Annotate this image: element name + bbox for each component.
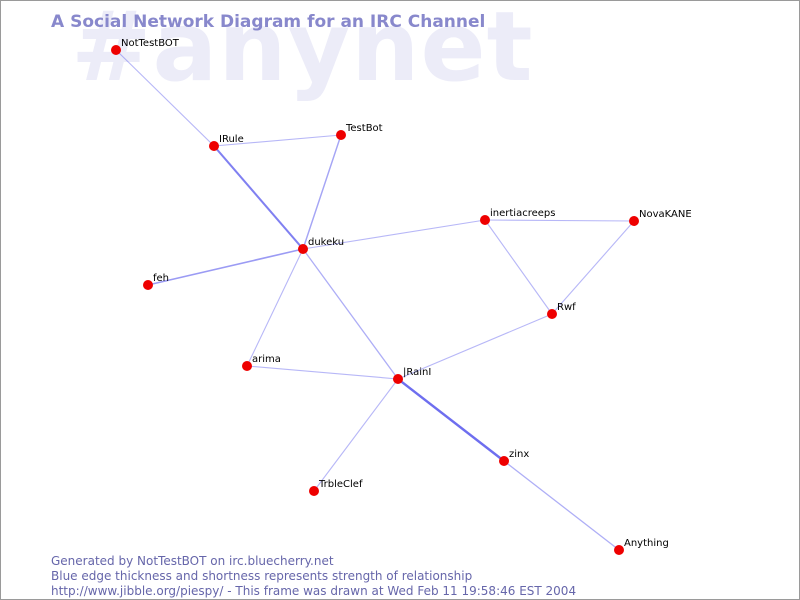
node-label: NovaKANE xyxy=(639,209,692,220)
footer-legend: Blue edge thickness and shortness repres… xyxy=(51,569,473,583)
edge-IRainI-zinx xyxy=(397,378,505,462)
node-label: arima xyxy=(252,354,281,365)
node-feh: feh xyxy=(143,273,169,290)
node-label: IRule xyxy=(219,134,244,145)
node-label: feh xyxy=(153,273,169,284)
node-dot xyxy=(209,141,219,151)
node-dot xyxy=(614,545,624,555)
node-dot xyxy=(547,309,557,319)
edge-IRule-TestBot xyxy=(213,134,342,147)
node-zinx: zinx xyxy=(499,449,529,466)
node-label: inertiacreeps xyxy=(490,208,555,219)
edge-zinx-Anything xyxy=(503,460,620,551)
node-dot xyxy=(480,215,490,225)
node-NovaKANE: NovaKANE xyxy=(629,209,692,226)
node-inertiacreeps: inertiacreeps xyxy=(480,208,555,225)
node-dot xyxy=(111,45,121,55)
node-label: Anything xyxy=(624,538,669,549)
edge-NotTestBOT-IRule xyxy=(115,49,215,147)
node-label: zinx xyxy=(509,449,529,460)
footer-url-timestamp: http://www.jibble.org/piespy/ - This fra… xyxy=(51,584,577,598)
node-dukeku: dukeku xyxy=(298,237,344,254)
node-dot xyxy=(499,456,509,466)
node-IRule: IRule xyxy=(209,134,244,151)
footer-generated-by: Generated by NotTestBOT on irc.bluecherr… xyxy=(51,554,334,568)
node-layer: NotTestBOT IRule TestBot dukeku feh inertiacr… xyxy=(111,38,692,555)
edge-NovaKANE-Rwf xyxy=(551,220,635,315)
edge-IRainI-TrbleClef xyxy=(313,378,399,492)
node-dot xyxy=(143,280,153,290)
edge-arima-IRainI xyxy=(246,365,399,380)
edge-dukeku-arima xyxy=(246,248,304,367)
edge-dukeku-inertiacreeps xyxy=(302,219,486,250)
node-Rwf: Rwf xyxy=(547,302,576,319)
node-TestBot: TestBot xyxy=(336,123,383,140)
edge-layer xyxy=(115,49,635,551)
node-dot xyxy=(298,244,308,254)
node-label: |RainI xyxy=(403,367,431,378)
edge-dukeku-IRainI xyxy=(302,248,399,380)
node-TrbleClef: TrbleClef xyxy=(309,479,363,496)
node-IRainI: |RainI xyxy=(393,367,431,384)
node-dot xyxy=(629,216,639,226)
node-label: NotTestBOT xyxy=(121,38,180,49)
node-label: Rwf xyxy=(557,302,576,313)
edge-dukeku-feh xyxy=(147,248,304,286)
node-label: dukeku xyxy=(308,237,344,248)
edge-TestBot-dukeku xyxy=(302,134,342,250)
node-label: TestBot xyxy=(345,123,383,134)
node-dot xyxy=(309,486,319,496)
edge-Rwf-IRainI xyxy=(397,313,553,380)
node-label: TrbleClef xyxy=(318,479,363,490)
edge-inertiacreeps-NovaKANE xyxy=(484,219,635,222)
edge-IRule-dukeku xyxy=(213,145,304,250)
edge-inertiacreeps-Rwf xyxy=(484,219,553,315)
node-arima: arima xyxy=(242,354,281,371)
footer-info: Generated by NotTestBOT on irc.bluecherr… xyxy=(51,554,576,599)
node-dot xyxy=(242,361,252,371)
diagram-title: A Social Network Diagram for an IRC Chan… xyxy=(51,12,486,32)
node-NotTestBOT: NotTestBOT xyxy=(111,38,180,55)
node-dot xyxy=(336,130,346,140)
node-dot xyxy=(393,374,403,384)
node-Anything: Anything xyxy=(614,538,669,555)
